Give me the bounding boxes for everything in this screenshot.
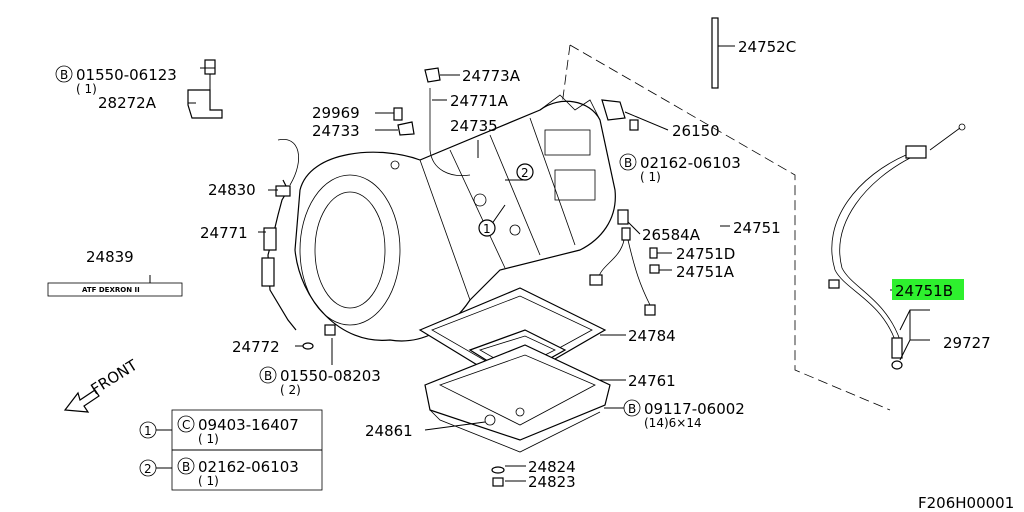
bolt-b3-qty: ( 2) [280,383,301,397]
drain-plug [491,466,505,474]
part-24752c-rod [711,17,719,89]
group-outline [569,44,891,411]
label-29727: 29727 [943,334,991,352]
part-29969-bolt [393,107,403,121]
transmission-assembly [294,94,616,342]
bolt-b4-prefix: B [628,402,636,416]
bolt-b2-qty: ( 1) [640,170,661,184]
atf-label-text: ATF DEXRON II [82,286,140,294]
label-24772: 24772 [232,338,280,356]
drain-bolt [492,477,504,487]
label-24735: 24735 [450,117,498,135]
label-28272a: 28272A [98,94,157,112]
legend-1-qty: ( 1) [198,432,219,446]
label-29969: 29969 [312,104,360,122]
part-labels: 24752C 24773A 24771A 29969 24733 24735 2… [86,38,991,491]
atf-label-box: ATF DEXRON II [47,282,183,297]
label-24733: 24733 [312,122,360,140]
bolt-b1-prefix: B [60,68,68,82]
bolt-callout-b1: B 01550-06123 ( 1) [55,65,177,96]
part-26150-bolt [629,119,639,131]
legend-2-qty: ( 1) [198,474,219,488]
label-24761: 24761 [628,372,676,390]
bolt-b1-qty: ( 1) [76,82,97,96]
shift-cable [828,123,966,370]
callout-2-text: 2 [521,166,529,180]
bolt-b2-prefix: B [624,156,632,170]
part-24733 [397,121,415,136]
highlight-24751b [892,279,964,300]
legend-1-num: 1 [144,424,152,438]
legend-2-code: 02162-06103 [198,458,299,476]
front-label: FRONT [88,356,142,399]
label-24830: 24830 [208,181,256,199]
legend-2-prefix: B [182,460,190,474]
label-24771: 24771 [200,224,248,242]
legend-2-num: 2 [144,462,152,476]
label-24823: 24823 [528,473,576,491]
legend-1-code: 09403-16407 [198,416,299,434]
label-24751d: 24751D [676,245,735,263]
bolt-callout-b2: B 02162-06103 ( 1) [619,153,741,184]
callout-2: 2 [516,163,534,181]
harness-24751 [589,209,660,316]
label-24751b: 24751B [895,282,953,300]
bracket-28272a [187,59,223,119]
callout-1: 1 [478,219,496,237]
front-arrow: FRONT [63,356,142,413]
legend-table: 1 C 09403-16407 ( 1) 2 B 02162-06103 ( 1… [139,409,323,491]
bolt-b4-code: 09117-06002 [644,400,745,418]
bolt-callout-b3: B 01550-08203 ( 2) [259,366,381,397]
label-24752c: 24752C [738,38,796,56]
bolt-callout-b4: B 09117-06002 (14)6×14 [623,399,745,430]
label-24839: 24839 [86,248,134,266]
oil-pan [424,344,611,453]
bolt-b3-prefix: B [264,369,272,383]
label-24784: 24784 [628,327,676,345]
label-24824: 24824 [528,458,576,476]
bolt-b3-code: 01550-08203 [280,367,381,385]
legend-1-prefix: C [182,418,190,432]
part-24771a-tube [429,88,471,177]
label-26150: 26150 [672,122,720,140]
label-24771a: 24771A [450,92,509,110]
bolt-b2-code: 02162-06103 [640,154,741,172]
dipstick-tube [261,139,336,350]
diagram-code: F206H00001 [918,494,1014,512]
label-24751: 24751 [733,219,781,237]
legend-row-2: 2 B 02162-06103 ( 1) [139,457,299,488]
leader-lines [149,45,930,482]
callout-1-text: 1 [483,222,491,236]
part-24773a [424,67,441,83]
label-24861: 24861 [365,422,413,440]
bolt-b1-code: 01550-06123 [76,66,177,84]
bolt-b4-qty: (14)6×14 [644,416,702,430]
label-24751a: 24751A [676,263,735,281]
part-26150 [601,99,626,121]
legend-row-1: 1 C 09403-16407 ( 1) [139,415,299,446]
label-26584a: 26584A [642,226,701,244]
label-24773a: 24773A [462,67,521,85]
